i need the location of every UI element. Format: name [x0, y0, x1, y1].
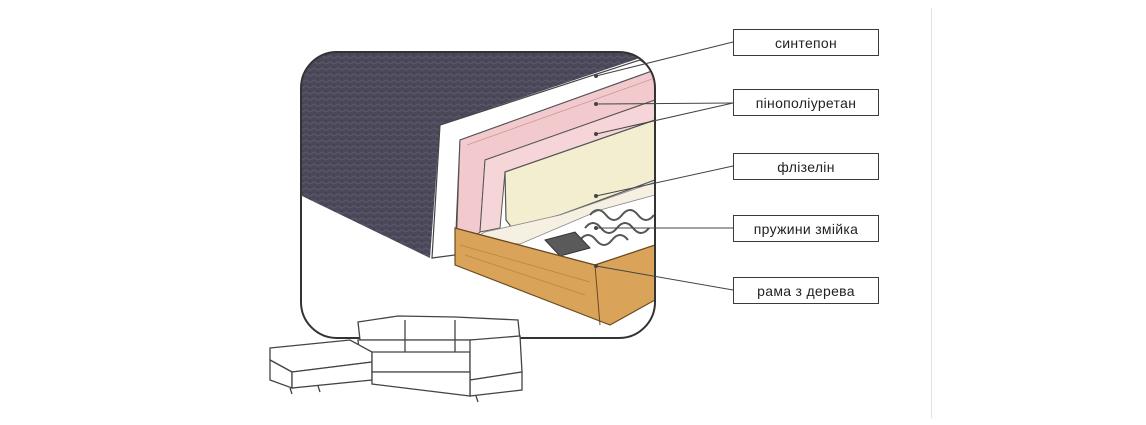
- label-sintepon: синтепон: [733, 29, 879, 56]
- leader-dots: [594, 74, 598, 268]
- leader-lines: [595, 41, 734, 291]
- label-frame: рама з дерева: [733, 277, 879, 304]
- label-flizelin: флізелін: [733, 153, 879, 180]
- label-polyurethane: пінополіуретан: [733, 89, 879, 116]
- label-springs: пружини змійка: [733, 215, 879, 242]
- divider-line: [931, 8, 932, 418]
- spring-clip: [544, 231, 591, 257]
- fabric-cover: [301, 52, 640, 258]
- corner-sofa-icon: [269, 315, 523, 403]
